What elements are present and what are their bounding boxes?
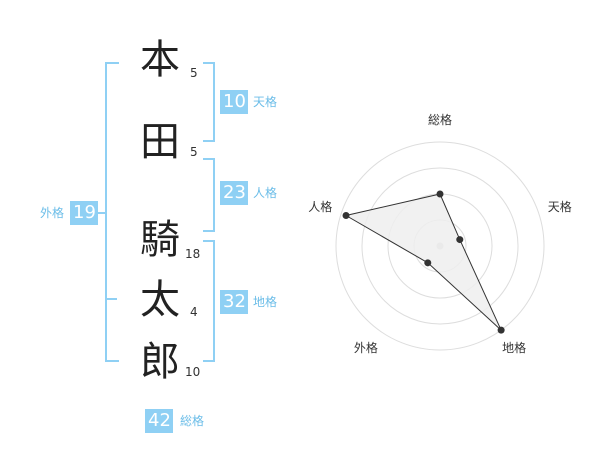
jinkaku-label: 人格 [253, 186, 278, 200]
radar-points [342, 190, 505, 334]
chikaku-bracket [203, 240, 215, 362]
stroke-count-3: 18 [185, 247, 201, 261]
tenkaku-label: 天格 [253, 95, 278, 109]
radar-shape [344, 193, 502, 331]
name-char-4: 太 [140, 277, 180, 323]
name-char-1: 本 [140, 37, 180, 83]
gaikaku-bracket [105, 62, 119, 362]
stroke-count-5: 10 [185, 365, 201, 379]
radar-polygon [344, 193, 502, 331]
jinkaku-badge: 23 [220, 181, 248, 205]
radar-axis-label: 総格 [428, 112, 452, 127]
name-char-3: 騎 [140, 217, 180, 263]
name-char-2: 田 [140, 119, 180, 165]
tenkaku-bracket [203, 62, 215, 142]
gaikaku-bracket-tick [105, 298, 117, 300]
gaikaku-label: 外格 [40, 206, 65, 220]
soukaku-badge: 42 [145, 409, 173, 433]
radar-grid-ring [361, 167, 519, 325]
gaikaku-connector [95, 212, 105, 214]
jinkaku-bracket [203, 158, 215, 232]
chikaku-badge: 32 [220, 290, 248, 314]
radar-point [456, 236, 464, 244]
radar-axis-label: 人格 [308, 199, 332, 214]
name-char-5: 郎 [140, 339, 180, 385]
radar-axis-label: 天格 [548, 199, 572, 214]
tenkaku-badge: 10 [220, 90, 248, 114]
radar-grid-ring [335, 141, 545, 351]
radar-point [497, 326, 505, 334]
stroke-count-4: 4 [190, 305, 198, 319]
chikaku-label: 地格 [253, 295, 278, 309]
radar-point [424, 259, 432, 267]
soukaku-label: 総格 [180, 414, 205, 428]
stroke-count-2: 5 [190, 145, 198, 159]
radar-axis-label: 外格 [354, 340, 378, 355]
radar-point [436, 190, 444, 198]
radar-point [342, 211, 350, 219]
radar-axis-label: 地格 [502, 340, 526, 355]
gaikaku-badge: 19 [70, 201, 98, 225]
stroke-count-1: 5 [190, 66, 198, 80]
